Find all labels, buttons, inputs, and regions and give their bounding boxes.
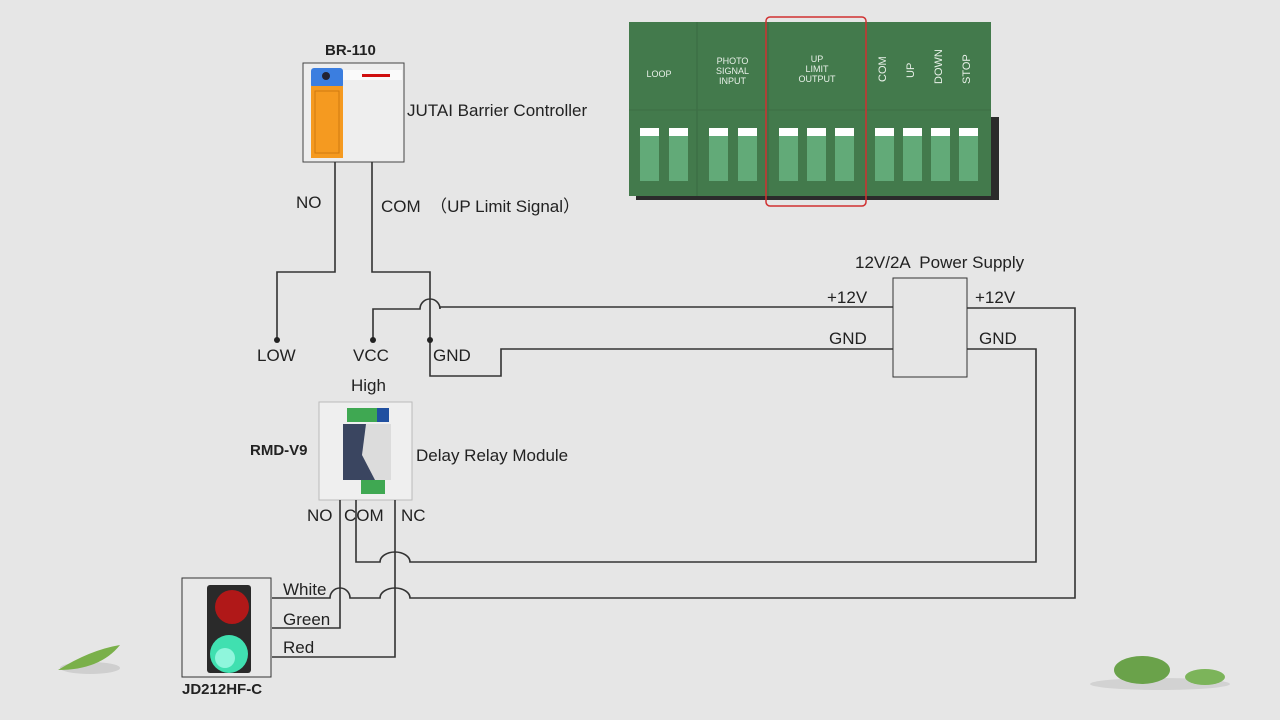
terminal-pin	[875, 128, 894, 181]
wire-com-gnd	[371, 162, 893, 377]
power-supply-box	[892, 277, 968, 378]
wire-nc-red	[272, 500, 396, 658]
wire-label-white: White	[283, 580, 327, 599]
power-supply-title: 12V/2A Power Supply	[855, 253, 1025, 272]
leaf-decoration-right	[1090, 656, 1230, 690]
terminal-pin	[959, 128, 978, 181]
terminal-pin	[779, 128, 798, 181]
barrier-controller-image	[302, 62, 405, 163]
high-label: High	[351, 376, 386, 395]
traffic-light-image	[181, 577, 272, 678]
barrier-model: BR-110	[325, 42, 376, 59]
terminal-pin	[640, 128, 659, 181]
terminal-label-stop: STOP	[961, 54, 973, 84]
relay-com-label: COM	[344, 506, 384, 525]
relay-name: Delay Relay Module	[416, 446, 569, 465]
wire-no-green	[272, 500, 341, 629]
wire-no-low	[276, 162, 336, 340]
terminal-block	[629, 16, 999, 207]
terminal-label-com: COM	[877, 56, 889, 82]
up-limit-highlight	[765, 16, 867, 207]
terminal-pin	[931, 128, 950, 181]
barrier-no-label: NO	[296, 193, 322, 212]
terminal-label-loop: LOOP	[646, 69, 672, 79]
wires	[272, 162, 1076, 658]
wire-vcc-12v	[372, 298, 893, 340]
leaf-decoration-left	[58, 645, 120, 674]
terminal-label-up: UP	[905, 62, 917, 78]
ps-left-gnd: GND	[829, 329, 867, 348]
traffic-light-model: JD212HF-C	[182, 681, 263, 698]
terminal-pin	[903, 128, 922, 181]
gnd-label: GND	[433, 346, 471, 365]
ps-left-12v: +12V	[827, 288, 868, 307]
barrier-com-label: COM （UP Limit Signal）	[381, 197, 581, 216]
relay-no-label: NO	[307, 506, 333, 525]
terminal-label-up-limit: UP LIMIT OUTPUT	[798, 54, 836, 84]
terminal-pin	[669, 128, 688, 181]
low-label: LOW	[257, 346, 296, 365]
wire-label-green: Green	[283, 610, 331, 629]
wire-12v-white	[272, 307, 1076, 599]
wire-label-red: Red	[283, 638, 315, 657]
terminal-label-down: DOWN	[933, 49, 945, 84]
ps-right-gnd: GND	[979, 329, 1017, 348]
ps-right-12v: +12V	[975, 288, 1016, 307]
barrier-name: JUTAI Barrier Controller	[407, 101, 588, 120]
relay-nc-label: NC	[401, 506, 426, 525]
relay-model: RMD-V9	[250, 442, 308, 459]
terminal-pin	[738, 128, 757, 181]
terminal-pin	[709, 128, 728, 181]
terminal-pin	[807, 128, 826, 181]
terminal-label-photo: PHOTO SIGNAL INPUT	[715, 56, 749, 86]
terminal-pin	[835, 128, 854, 181]
wire-gnd-com	[355, 348, 1037, 563]
relay-module-image	[318, 401, 413, 501]
vcc-label: VCC	[353, 346, 389, 365]
